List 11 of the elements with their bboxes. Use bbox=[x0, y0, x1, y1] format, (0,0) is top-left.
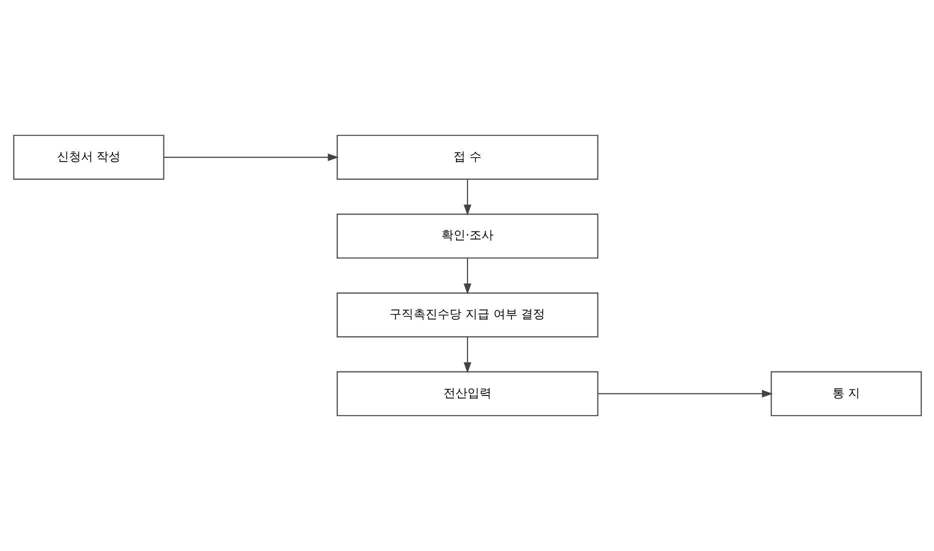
arrow bbox=[463, 179, 471, 216]
arrow bbox=[463, 336, 471, 374]
node-box: 통 지 bbox=[770, 371, 922, 416]
arrow bbox=[597, 390, 772, 398]
node-box: 전산입력 bbox=[336, 371, 598, 416]
node-box: 신청서 작성 bbox=[12, 134, 164, 180]
node-box: 접 수 bbox=[336, 134, 598, 180]
arrow bbox=[164, 153, 338, 162]
node-box: 구직촉진수당 지급 여부 결정 bbox=[336, 292, 598, 338]
node-box: 확인·조사 bbox=[336, 214, 598, 259]
arrow bbox=[463, 258, 471, 294]
